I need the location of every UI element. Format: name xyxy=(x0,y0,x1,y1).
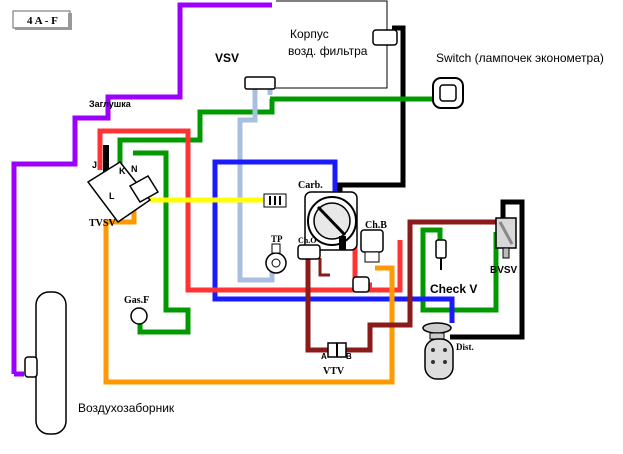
bvsv-valve: BVSV xyxy=(490,217,518,276)
carb-label: Carb. xyxy=(298,180,323,191)
tvsv-j-label: J xyxy=(92,160,97,170)
vsv-label: VSV xyxy=(215,51,239,65)
vtv-label: VTV xyxy=(323,366,345,377)
dist-label: Dist. xyxy=(456,342,474,352)
chb-label: Ch.B xyxy=(365,220,387,231)
checkv-label: Check V xyxy=(430,282,477,296)
carburetor: Carb. xyxy=(298,180,358,251)
switch-label: Switch (лампочек эконометра) xyxy=(436,51,604,65)
engine-label: 4 A - F xyxy=(27,15,58,27)
air-intake: Воздухозаборник xyxy=(24,291,175,435)
black-hose-bvsv xyxy=(450,199,525,340)
tvsv-label: TVSV xyxy=(89,218,116,229)
orange-hose xyxy=(103,205,395,385)
tvsv-n-label: N xyxy=(131,164,138,174)
plug-component: Заглушка xyxy=(89,99,132,173)
distributor: Dist. xyxy=(422,322,474,380)
choke-opener: Ch.O xyxy=(297,236,321,260)
engine-label-box: 4 A - F xyxy=(12,10,72,30)
gasf-label: Gas.F xyxy=(124,295,149,306)
gas-filter: Gas.F xyxy=(124,295,149,325)
plug-label: Заглушка xyxy=(89,99,132,109)
cho-label: Ch.O xyxy=(298,236,316,245)
green-hose-gasf xyxy=(133,150,191,335)
vsv-valve: VSV xyxy=(215,51,276,90)
bvsv-label: BVSV xyxy=(490,265,518,276)
korpus-title: Корпус xyxy=(290,27,329,41)
tvsv-valve: J K N L TVSV xyxy=(86,160,160,229)
air-filter-housing: Корпус возд. фильтра xyxy=(272,0,398,89)
vtv-b-label: B xyxy=(346,352,352,361)
tp-label: TP xyxy=(271,234,283,244)
lightblue-hose xyxy=(237,88,275,283)
switch-component: Switch (лампочек эконометра) xyxy=(432,51,604,109)
check-valve: Check V xyxy=(430,239,477,296)
black-hose xyxy=(337,25,406,195)
red-hose xyxy=(97,128,403,293)
darkred-hose-3 xyxy=(318,258,330,277)
green-hose-main xyxy=(117,99,275,168)
darkred-hose-2 xyxy=(346,219,497,353)
aap-connector xyxy=(263,193,287,208)
korpus-subtitle: возд. фильтра xyxy=(288,44,368,58)
blue-hose xyxy=(212,159,455,323)
choke-breaker: Ch.B xyxy=(360,220,387,263)
vtv-a-label: A xyxy=(321,352,327,361)
vtv-valve: A B VTV xyxy=(321,342,352,377)
tp-sensor: TP xyxy=(265,234,287,274)
junction-box xyxy=(352,276,370,293)
tvsv-l-label: L xyxy=(109,191,115,201)
darkred-hose-1 xyxy=(305,258,328,353)
green-hose-checkv xyxy=(420,227,499,313)
tvsv-k-label: K xyxy=(119,166,126,176)
air-intake-label: Воздухозаборник xyxy=(78,401,175,415)
